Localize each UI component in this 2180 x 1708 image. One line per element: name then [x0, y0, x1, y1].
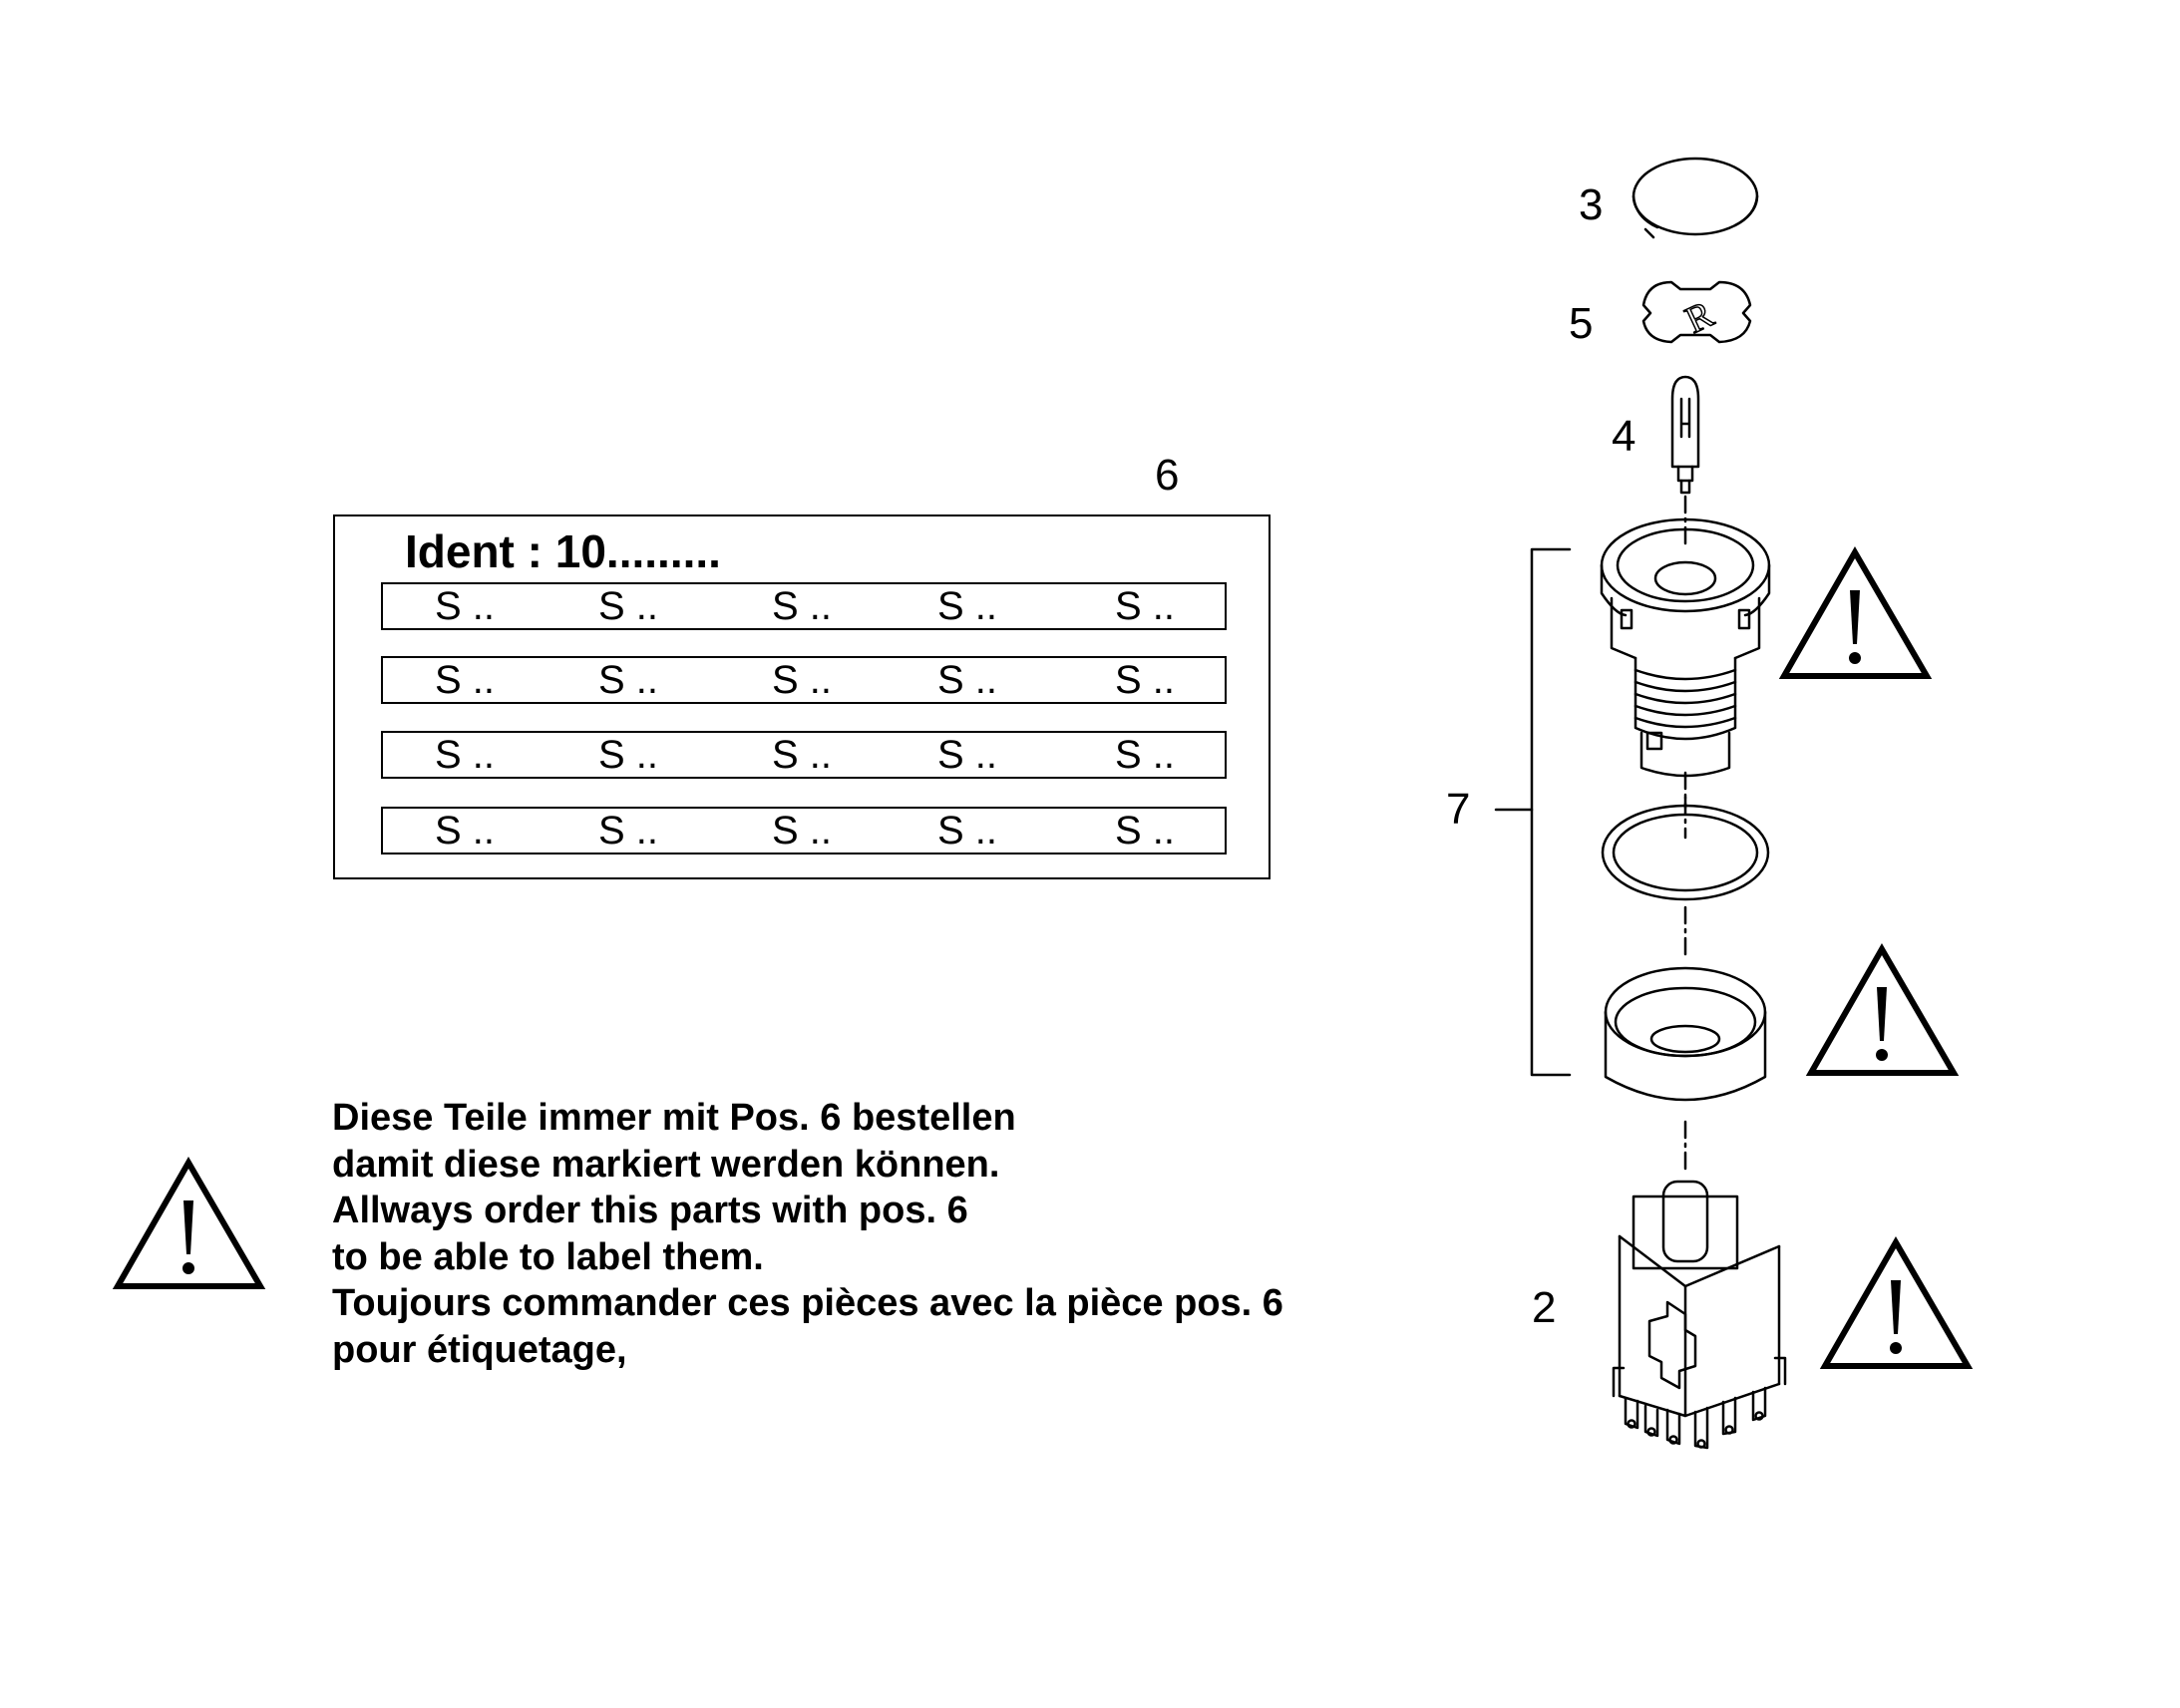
label-cell: S .. [598, 658, 659, 702]
instruction-line: to be able to label them. [332, 1235, 764, 1278]
label-strip: S .. S .. S .. S .. S .. [381, 731, 1227, 779]
label-cell: S .. [1115, 658, 1176, 702]
label-cell: S .. [435, 733, 496, 777]
label-strip: S .. S .. S .. S .. S .. [381, 582, 1227, 630]
label-cell: S .. [598, 809, 659, 853]
callout-2: 2 [1532, 1283, 1557, 1332]
callout-5: 5 [1569, 299, 1594, 348]
callout-3: 3 [1579, 180, 1604, 229]
instruction-line: Toujours commander ces pièces avec la pi… [332, 1282, 1283, 1324]
callout-7: 7 [1446, 785, 1471, 834]
label-cell: S .. [435, 658, 496, 702]
part-7-housing [1600, 517, 1771, 778]
label-cell: S .. [1115, 584, 1176, 628]
instruction-line: damit diese markiert werden können. [332, 1143, 1000, 1186]
pos-7-bracket [1494, 547, 1572, 1077]
label-cell: S .. [772, 809, 833, 853]
label-strip: S .. S .. S .. S .. S .. [381, 807, 1227, 854]
warning-triangle-icon [1819, 1236, 1974, 1369]
label-cell: S .. [598, 733, 659, 777]
warning-triangle-icon [112, 1157, 266, 1289]
part-5-lens: R [1641, 280, 1752, 344]
callout-4: 4 [1612, 412, 1636, 461]
label-strip: S .. S .. S .. S .. S .. [381, 656, 1227, 704]
callout-6: 6 [1155, 451, 1180, 500]
label-cell: S .. [937, 584, 998, 628]
label-cell: S .. [772, 584, 833, 628]
label-cell: S .. [937, 733, 998, 777]
warning-triangle-icon [1778, 546, 1933, 679]
part-3-cap [1632, 157, 1759, 239]
ident-title: Ident : 10......... [405, 525, 721, 577]
label-cell: S .. [435, 584, 496, 628]
label-cell: S .. [772, 733, 833, 777]
label-cell: S .. [937, 658, 998, 702]
label-cell: S .. [435, 809, 496, 853]
label-cell: S .. [937, 809, 998, 853]
order-instructions: Diese Teile immer mit Pos. 6 bestellen d… [332, 1095, 1283, 1373]
label-cell: S .. [598, 584, 659, 628]
label-cell: S .. [1115, 733, 1176, 777]
instruction-line: pour étiquetage, [332, 1328, 627, 1371]
part-2-switch-block [1612, 1180, 1787, 1450]
label-cell: S .. [772, 658, 833, 702]
instruction-line: Allways order this parts with pos. 6 [332, 1190, 968, 1231]
warning-triangle-icon [1805, 943, 1960, 1076]
label-cell: S .. [1115, 809, 1176, 853]
instruction-line: Diese Teile immer mit Pos. 6 bestellen [332, 1097, 1016, 1139]
part-7-bezel [1604, 966, 1767, 1102]
part-4-bulb [1670, 375, 1700, 495]
label-card: Ident : 10......... S .. S .. S .. S .. … [333, 514, 1271, 879]
